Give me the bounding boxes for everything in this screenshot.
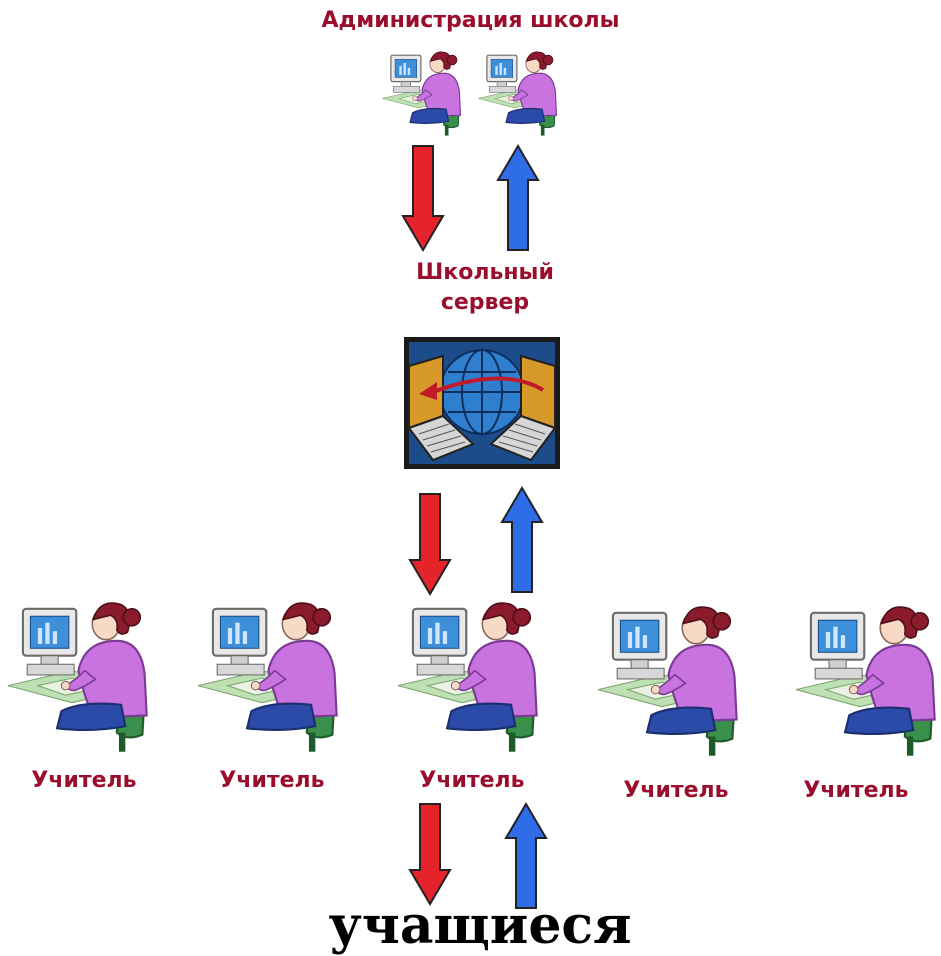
teacher-workstation-icon [396,601,538,753]
teacher-label: Учитель [31,768,137,793]
arrow-down-icon [408,803,452,906]
arrow-up-icon [504,802,548,909]
teacher-workstation-icon [794,605,936,757]
admin-workstation-icon [381,51,462,137]
teacher-label: Учитель [419,768,525,793]
server-icon [404,337,560,469]
admin-workstation-icon [477,51,558,137]
teacher-label: Учитель [803,778,909,803]
server-label-line2: сервер [440,290,530,315]
arrow-down-icon [401,145,445,252]
server-label: Школьный сервер [400,258,570,318]
arrow-up-icon [500,486,544,593]
teacher-workstation-icon [6,601,148,753]
teacher-label: Учитель [623,778,729,803]
server-label-line1: Школьный [416,260,554,285]
teacher-label: Учитель [219,768,325,793]
arrow-up-icon [496,144,540,251]
arrow-down-icon [408,493,452,596]
teacher-workstation-icon [196,601,338,753]
students-label: учащиеся [328,895,632,956]
administration-label: Администрация школы [321,8,620,33]
teacher-workstation-icon [596,605,738,757]
